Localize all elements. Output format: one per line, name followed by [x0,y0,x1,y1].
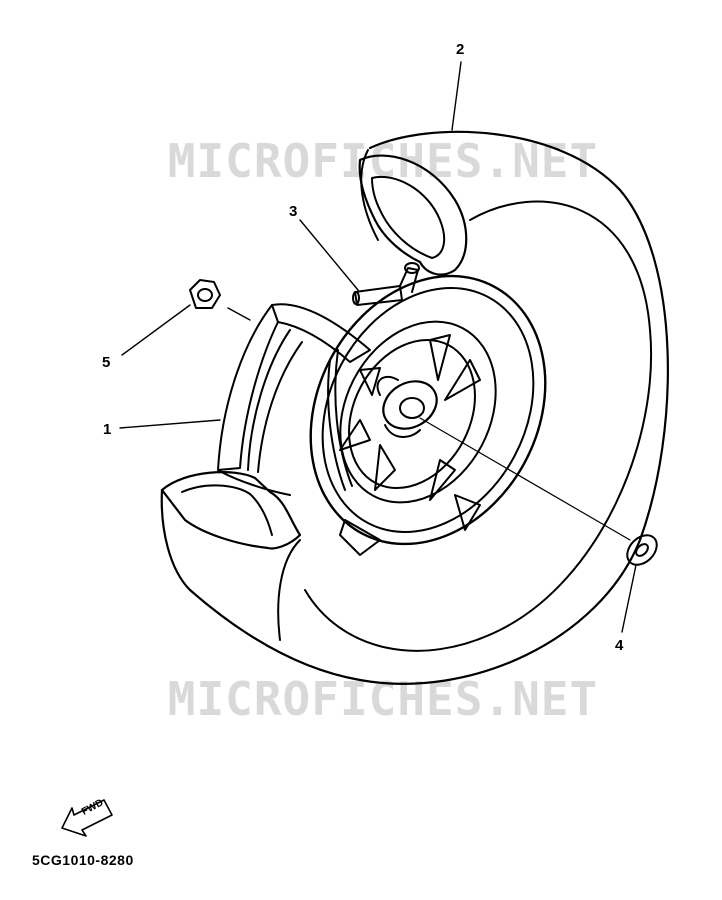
wheel-spokes [339,334,481,556]
leader-1 [119,419,221,429]
washer-4 [626,534,658,566]
diagram-code: 5CG1010-8280 [32,852,134,868]
leader-4 [621,564,637,633]
leader-5-dash [227,307,251,321]
axle-center-line [419,417,631,541]
leader-2 [451,61,462,131]
callout-4: 4 [615,637,624,654]
leader-3 [299,219,359,291]
leader-lines [119,61,637,633]
leader-5 [121,304,191,356]
fwd-arrow-icon [61,799,113,837]
callout-5: 5 [102,354,111,371]
rim-band-1 [217,303,371,496]
callout-1: 1 [103,421,112,438]
callout-3: 3 [289,203,298,220]
tire-2 [160,130,669,685]
callout-2: 2 [456,41,465,58]
tire-section-upper [358,154,468,276]
wheel-hub [376,375,438,438]
nut-5 [189,279,221,309]
tire-section-lower [160,471,302,550]
valve-3 [352,262,420,306]
wheel-rim [309,274,547,546]
